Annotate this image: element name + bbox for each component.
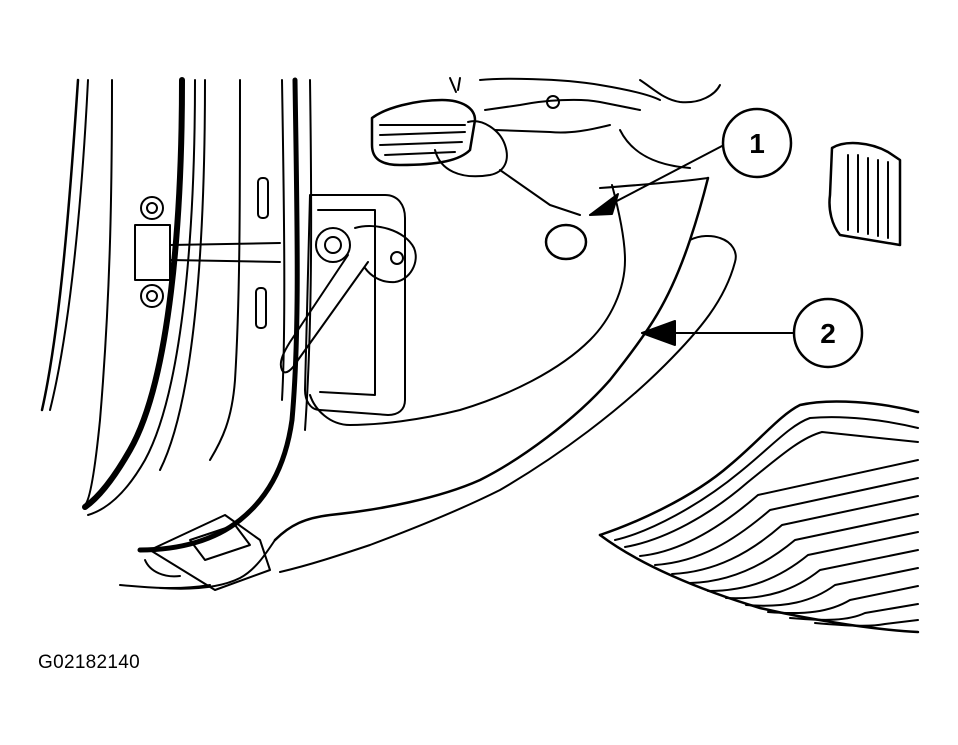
door-hinge	[134, 196, 281, 308]
callout-1-circle	[721, 107, 793, 179]
callout-1-number: 1	[749, 128, 765, 159]
accelerator-pedal	[828, 141, 902, 247]
access-plug	[544, 223, 588, 261]
callout-2-number: 2	[820, 318, 836, 349]
callout-2-leader	[641, 320, 796, 346]
floor-mat	[598, 400, 920, 634]
door-pillar	[40, 77, 313, 553]
release-lever	[279, 194, 417, 416]
callout-2-circle	[792, 297, 864, 369]
figure-code: G02182140	[38, 652, 141, 673]
parking-brake-pedal	[370, 77, 721, 216]
callout-1-leader	[589, 145, 723, 216]
cowl-side-trim-panel	[159, 176, 737, 590]
floor-bracket	[119, 514, 271, 591]
